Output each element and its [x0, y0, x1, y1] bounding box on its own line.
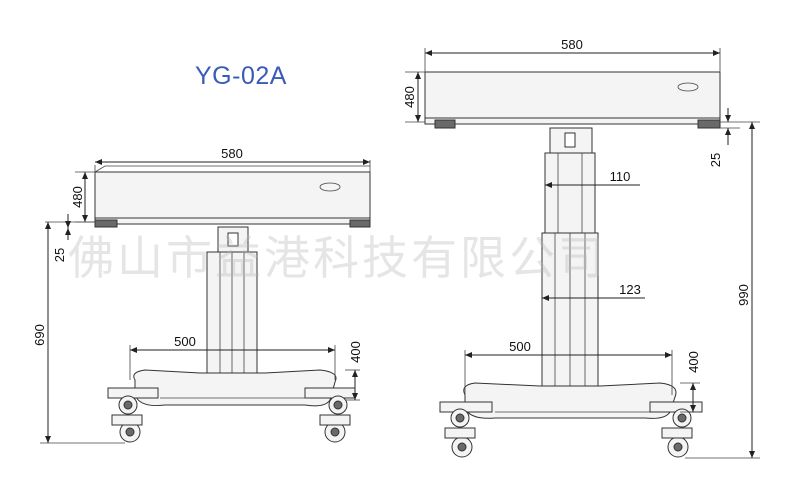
right-column-upper-label: 110: [610, 169, 631, 184]
left-base-width-label: 500: [174, 334, 196, 349]
right-depth-label: 480: [402, 86, 417, 108]
left-depth-label: 480: [70, 186, 85, 208]
left-view: 580 480 25 690 500 400: [32, 146, 371, 444]
left-column: [206, 226, 258, 393]
right-base-width-label: 500: [509, 339, 531, 354]
right-base: [439, 382, 703, 419]
left-dimensions: [40, 159, 371, 444]
right-height-label: 990: [736, 284, 751, 306]
model-title: YG-02A: [195, 62, 287, 90]
right-width-label: 580: [561, 37, 583, 52]
left-base: [107, 369, 356, 407]
right-base-depth-label: 400: [686, 351, 701, 373]
left-base-depth-label: 400: [348, 341, 363, 363]
right-thickness-label: 25: [708, 153, 723, 167]
right-view: 580 480 25 990 110 123 500 400: [402, 37, 760, 459]
right-column-lower-label: 123: [619, 282, 641, 297]
right-dimensions: [405, 48, 760, 459]
left-casters: [111, 395, 351, 443]
right-table-top: [424, 71, 721, 129]
right-column: [541, 127, 599, 412]
left-table-top: [94, 165, 371, 228]
left-thickness-label: 25: [52, 248, 67, 262]
right-casters: [444, 408, 693, 458]
left-height-label: 690: [32, 324, 47, 346]
left-width-label: 580: [221, 146, 243, 161]
